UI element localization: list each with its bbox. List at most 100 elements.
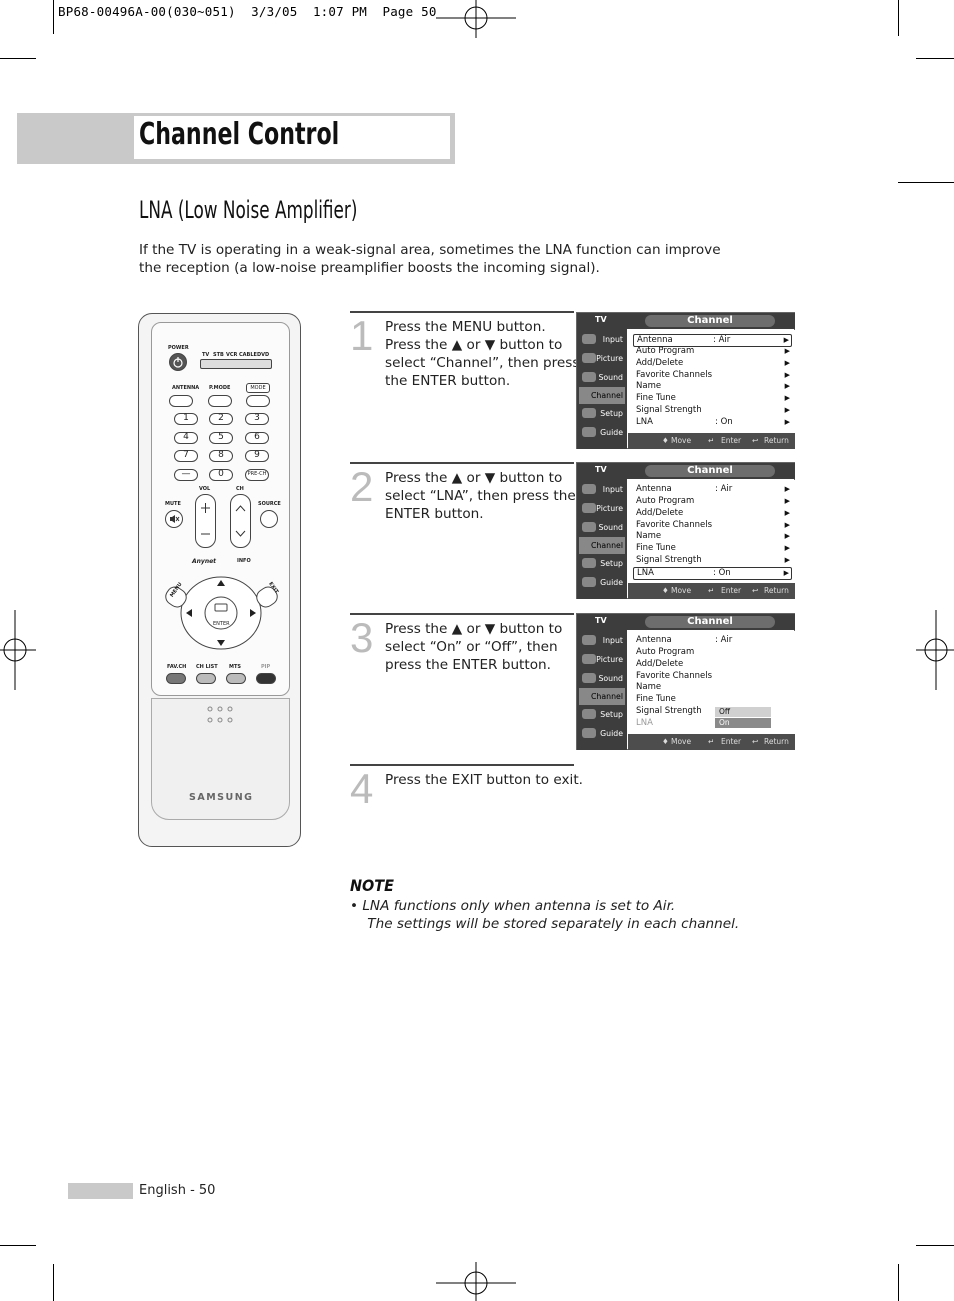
source-button[interactable] [260,510,278,528]
channel-rocker[interactable] [230,494,251,548]
osd-sidebar-item[interactable]: Sound [579,670,625,687]
osd-menu-row[interactable]: Auto Program▶ [636,496,792,507]
pmode-button[interactable] [208,395,232,407]
osd-menu-row[interactable]: Signal Strength▶ [636,555,792,566]
osd-sidebar-item[interactable]: Channel [579,688,625,705]
osd-sidebar-item[interactable]: Setup [579,555,625,572]
osd-dropdown-option[interactable]: On [715,718,771,728]
osd-sidebar-item[interactable]: Picture [579,350,625,367]
osd-menu-row[interactable]: LNA: On▶ [633,567,792,580]
osd-menu-row[interactable]: Favorite Channels▶ [636,520,792,531]
osd-menu-row[interactable]: LNA: On▶ [636,417,792,428]
osd-row-value: : Air [715,484,733,494]
osd-menu-row[interactable]: Favorite Channels [636,671,792,682]
osd-menu-row[interactable]: Name [636,682,792,693]
mode-rect-button[interactable] [246,395,270,407]
digit-6-button[interactable]: 6 [245,432,269,444]
mute-button[interactable] [165,510,183,528]
osd-sidebar-item[interactable]: Input [579,632,625,649]
osd-sidebar-label: Picture [596,655,623,664]
osd-sidebar-item[interactable]: Setup [579,706,625,723]
mode-indicator [200,359,272,369]
intro-line: the reception (a low-noise preamplifier … [139,260,600,276]
osd-menu-row[interactable]: Signal Strength [636,706,792,717]
osd-dropdown-option[interactable]: Off [715,707,771,717]
osd-sidebar-item[interactable]: Sound [579,519,625,536]
digit-7-button[interactable]: 7 [174,450,198,462]
right-arrow-icon: ▶ [784,359,790,367]
right-arrow-icon: ▶ [784,509,790,517]
pip-label: PIP [261,664,271,670]
osd-menu-row[interactable]: Signal Strength▶ [636,405,792,416]
digit-1-button[interactable]: 1 [174,413,198,425]
osd-menu-row[interactable]: Fine Tune▶ [636,393,792,404]
osd-menu-row[interactable]: LNA [636,718,792,729]
osd-row-label: Antenna [636,484,672,494]
osd-menu-row[interactable]: Name▶ [636,381,792,392]
osd-sidebar-item[interactable]: Guide [579,574,625,591]
osd-sidebar-item[interactable]: Guide [579,424,625,441]
osd-menu-row[interactable]: Antenna: Air▶ [633,334,792,347]
osd-sidebar-item[interactable]: Picture [579,651,625,668]
mts-button[interactable] [226,673,246,684]
favch-button[interactable] [166,673,186,684]
right-arrow-icon: ▶ [784,418,790,426]
osd-sidebar-item[interactable]: Input [579,331,625,348]
right-arrow-icon: ▶ [784,485,790,493]
osd-sidebar-item[interactable]: Sound [579,369,625,386]
osd-menu-row[interactable]: Fine Tune [636,694,792,705]
osd-row-value: : Air [713,335,731,345]
digit-0-button[interactable]: 0 [209,469,233,481]
osd-menu-icon [582,577,596,587]
digit-2-button[interactable]: 2 [209,413,233,425]
osd-sidebar-item[interactable]: Channel [579,537,625,554]
digit-3-button[interactable]: 3 [245,413,269,425]
osd-row-value: : On [715,417,733,427]
osd-menu-icon [582,353,596,363]
chlist-button[interactable] [196,673,216,684]
note-line: • LNA functions only when antenna is set… [350,898,676,914]
osd-menu-row[interactable]: Favorite Channels▶ [636,370,792,381]
right-arrow-icon: ▶ [784,347,790,355]
power-button[interactable] [169,353,187,371]
osd-enter-label: Enter [721,436,742,445]
osd-sidebar-item[interactable]: Input [579,481,625,498]
volume-rocker[interactable] [195,494,216,548]
osd-sidebar-label: Setup [600,559,623,568]
dash-button[interactable]: — [174,469,198,481]
osd-sidebar-item[interactable]: Channel [579,387,625,404]
digit-9-button[interactable]: 9 [245,450,269,462]
digit-4-button[interactable]: 4 [174,432,198,444]
tv-label: TV [202,352,210,358]
cable-label: CABLE [239,352,257,358]
channel-chevron-icon [235,505,246,537]
pre-ch-button[interactable]: PRE-CH [245,469,269,481]
digit-8-button[interactable]: 8 [209,450,233,462]
osd-menu-row[interactable]: Auto Program▶ [636,346,792,357]
step-divider [350,462,574,464]
pip-button[interactable] [256,673,276,684]
osd-sidebar-label: Channel [590,541,623,550]
pmode-label: P.MODE [209,385,231,391]
registration-mark-icon [436,0,516,38]
osd-menu-row[interactable]: Add/Delete▶ [636,508,792,519]
osd-menu-row[interactable]: Antenna : Air ▶ [636,484,792,495]
osd-menu-row[interactable]: Add/Delete▶ [636,358,792,369]
osd-menu-row[interactable]: Antenna: Air [636,635,792,646]
osd-menu-row[interactable]: Add/Delete [636,659,792,670]
osd-sidebar-item[interactable]: Picture [579,500,625,517]
antenna-button[interactable] [169,395,193,407]
osd-menu-icon [582,522,596,532]
osd-sidebar-item[interactable]: Guide [579,725,625,742]
osd-menu-row[interactable]: Name▶ [636,531,792,542]
osd-menu-row[interactable]: Auto Program [636,647,792,658]
digit-5-button[interactable]: 5 [209,432,233,444]
enter-label: ENTER [213,621,230,627]
osd-title: Channel [645,465,775,477]
ch-label: CH [236,486,244,492]
osd-menu-row[interactable]: Fine Tune▶ [636,543,792,554]
osd-sidebar-item[interactable]: Setup [579,405,625,422]
mode-button[interactable]: MODE [246,383,270,393]
navigation-pad[interactable] [164,566,279,656]
